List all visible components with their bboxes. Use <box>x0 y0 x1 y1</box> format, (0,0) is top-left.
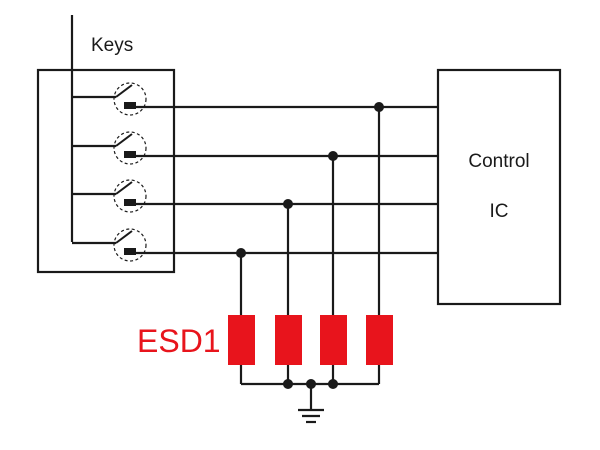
esd-device-group <box>228 315 393 365</box>
junction-dot-line2 <box>328 151 338 161</box>
junction-dot-line1 <box>374 102 384 112</box>
junction-dot-line4 <box>236 248 246 258</box>
key-switch-1-icon <box>72 82 147 116</box>
control-ic-label-line1: Control <box>468 151 529 172</box>
keys-label: Keys <box>91 35 133 56</box>
control-ic-box <box>436 68 562 306</box>
esd-device-2 <box>275 315 302 365</box>
esd-device-1 <box>228 315 255 365</box>
key-switch-4-icon <box>72 228 147 262</box>
key-switch-2-icon <box>72 131 147 165</box>
control-ic-label-line2: IC <box>490 201 509 222</box>
key-switch-group <box>72 82 147 262</box>
esd-device-3 <box>320 315 347 365</box>
junction-dot-line3 <box>283 199 293 209</box>
ground-junction-dot-1 <box>283 379 293 389</box>
esd-label: ESD1 <box>137 323 221 359</box>
esd-device-4 <box>366 315 393 365</box>
keys-box <box>36 68 176 274</box>
key-switch-3-icon <box>72 179 147 213</box>
ground-junction-dot-3 <box>328 379 338 389</box>
ground-symbol-icon <box>298 384 324 424</box>
